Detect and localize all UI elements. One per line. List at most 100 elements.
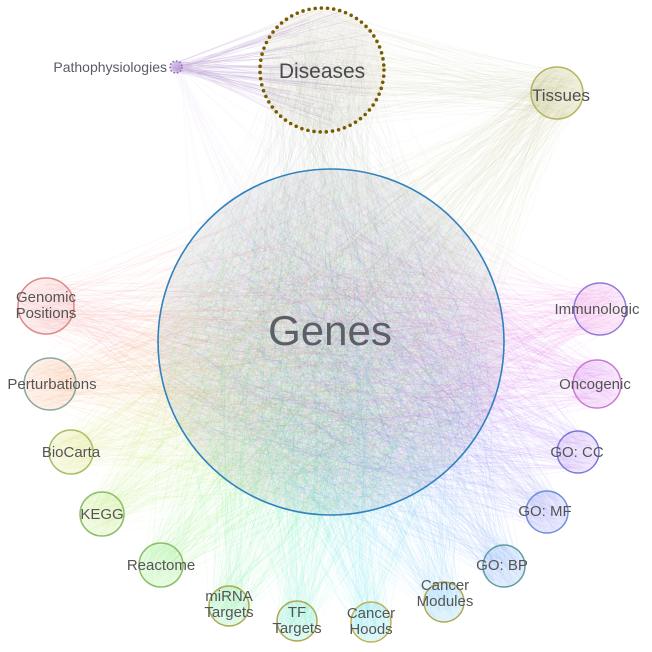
edge-bundle-oncogenic-genes	[168, 224, 617, 496]
edge-bundle-go-mf-genes	[188, 180, 567, 529]
edge-bundle-mirna-targets-genes	[186, 263, 469, 626]
node-label-diseases: Diseases	[279, 60, 365, 83]
layer-nodes	[17, 6, 627, 643]
node-label-genomic-positions: Positions	[16, 305, 77, 322]
edge-bundle-diseases-genes	[189, 23, 444, 482]
node-label-perturbations: Perturbations	[7, 376, 96, 393]
edge-bundle-immunologic-genes	[190, 199, 624, 464]
node-label-cancer-hoods: Hoods	[349, 621, 392, 638]
node-label-cancer-modules: Modules	[417, 593, 474, 610]
genes-interior-lines	[169, 183, 475, 510]
edge-bundle-biocarta-genes	[51, 171, 454, 507]
edge-bundle-perturbations-genes	[28, 193, 445, 483]
genes-interior-lines	[157, 174, 498, 511]
edge-bundle-oncogenic-genes	[207, 188, 617, 461]
node-perturbations[interactable]	[23, 357, 77, 411]
edge-bundle-diseases-genes	[158, 30, 497, 510]
edge-bundle-go-mf-genes	[182, 181, 567, 531]
node-go-mf[interactable]	[525, 490, 569, 534]
edge-bundle-reactome-genes	[139, 224, 460, 581]
node-label-pathophysiologies: Pathophysiologies	[53, 59, 167, 75]
edge-bundle-go-cc-genes	[204, 216, 595, 492]
edge-bundle-kegg-genes	[81, 176, 479, 530]
node-kegg[interactable]	[79, 491, 125, 537]
node-label-mirna-targets: miRNA	[205, 588, 253, 605]
edge-bundle-mirna-targets-genes	[177, 175, 500, 622]
genes-interior-lines	[167, 198, 496, 513]
node-pathophysiologies[interactable]	[169, 60, 183, 74]
edge-bundle-tissues-genes	[194, 67, 579, 470]
node-label-biocarta: BioCarta	[42, 444, 101, 461]
edge-bundle-kegg-genes	[81, 172, 467, 534]
node-immunologic[interactable]	[573, 282, 627, 336]
edge-bundle-cancer-hoods-genes	[186, 183, 500, 642]
node-cancer-hoods[interactable]	[350, 601, 392, 643]
edge-bundle-go-bp-genes	[199, 439, 513, 583]
edge-bundle-tissues-diseases	[272, 13, 578, 129]
node-genomic-positions[interactable]	[17, 277, 75, 335]
node-label-oncogenic: Oncogenic	[559, 376, 631, 393]
edge-bundle-reactome-genes	[140, 178, 499, 581]
node-tf-targets[interactable]	[276, 600, 318, 642]
node-label-genomic-positions: Genomic	[16, 289, 77, 306]
edge-bundle-genomic-positions-genes	[19, 222, 481, 466]
edge-bundle-immunologic-genes	[173, 178, 623, 487]
edge-bundle-biocarta-genes	[49, 200, 477, 504]
edge-bundle-oncogenic-genes	[172, 185, 620, 499]
node-go-bp[interactable]	[482, 544, 526, 588]
edge-bundle-tissues-genes	[185, 68, 578, 470]
node-oncogenic[interactable]	[572, 359, 622, 409]
node-diseases[interactable]	[258, 6, 386, 134]
genes-interior-lines	[169, 178, 487, 500]
edge-bundle-immunologic-genes	[195, 173, 620, 454]
edge-bundle-tissues-genes	[207, 69, 579, 485]
edge-bundle-tissues-diseases	[263, 14, 576, 127]
node-go-cc[interactable]	[556, 430, 600, 474]
node-label-cancer-modules: Cancer	[421, 577, 469, 594]
node-cancer-modules[interactable]	[423, 581, 465, 623]
node-genes[interactable]	[157, 168, 505, 516]
node-label-go-cc: GO: CC	[550, 444, 604, 461]
genes-interior-lines	[169, 181, 500, 501]
edge-bundle-pathophysiologies-diseases	[170, 11, 363, 124]
edge-bundle-mirna-targets-genes	[176, 185, 485, 619]
layer-labels: GenesDiseasesPathophysiologiesTissuesGen…	[7, 59, 640, 638]
edge-bundle-tf-targets-genes	[184, 177, 468, 638]
node-tissues[interactable]	[530, 66, 584, 120]
edge-bundle-biocarta-genes	[50, 186, 469, 489]
edge-bundle-diseases-genes	[193, 14, 462, 494]
genes-interior-lines	[161, 180, 496, 504]
edge-bundle-immunologic-genes	[169, 224, 625, 489]
edge-bundle-cancer-hoods-genes	[196, 195, 481, 638]
node-mirna-targets[interactable]	[208, 585, 250, 627]
edge-bundle-go-cc-genes	[256, 233, 593, 474]
layer-interior-lines	[157, 12, 501, 513]
edge-bundle-go-mf-genes	[181, 189, 567, 533]
node-reactome[interactable]	[138, 542, 184, 588]
edge-bundle-biocarta-genes	[62, 189, 449, 483]
edge-bundle-cancer-hoods-genes	[185, 222, 471, 640]
node-label-tf-targets: TF	[288, 604, 306, 621]
edge-bundle-diseases-genes	[167, 12, 501, 505]
edge-bundle-oncogenic-genes	[188, 189, 616, 453]
node-biocarta[interactable]	[48, 429, 94, 475]
genes-interior-lines	[164, 208, 483, 504]
edge-bundle-kegg-genes	[80, 186, 444, 534]
node-label-tf-targets: Targets	[272, 620, 321, 637]
edge-bundle-kegg-genes	[83, 172, 484, 535]
genes-interior-lines	[169, 174, 497, 506]
edge-bundle-pathophysiologies-genes	[171, 61, 499, 496]
edge-bundle-kegg-genes	[84, 227, 453, 528]
edge-bundle-genomic-positions-genes	[20, 171, 476, 504]
edge-bundle-cancer-modules-genes	[159, 176, 464, 619]
genes-interior-lines	[179, 195, 496, 508]
edge-bundle-biocarta-genes	[53, 179, 478, 481]
edge-bundle-genomic-positions-genes	[21, 171, 463, 506]
layer-base-fills	[158, 169, 504, 515]
diseases-interior-lines	[262, 12, 380, 124]
edge-bundle-go-bp-genes	[230, 181, 521, 586]
edge-bundle-kegg-genes	[82, 172, 448, 536]
edge-bundle-go-bp-genes	[165, 204, 524, 586]
diseases-interior-lines	[268, 17, 362, 126]
